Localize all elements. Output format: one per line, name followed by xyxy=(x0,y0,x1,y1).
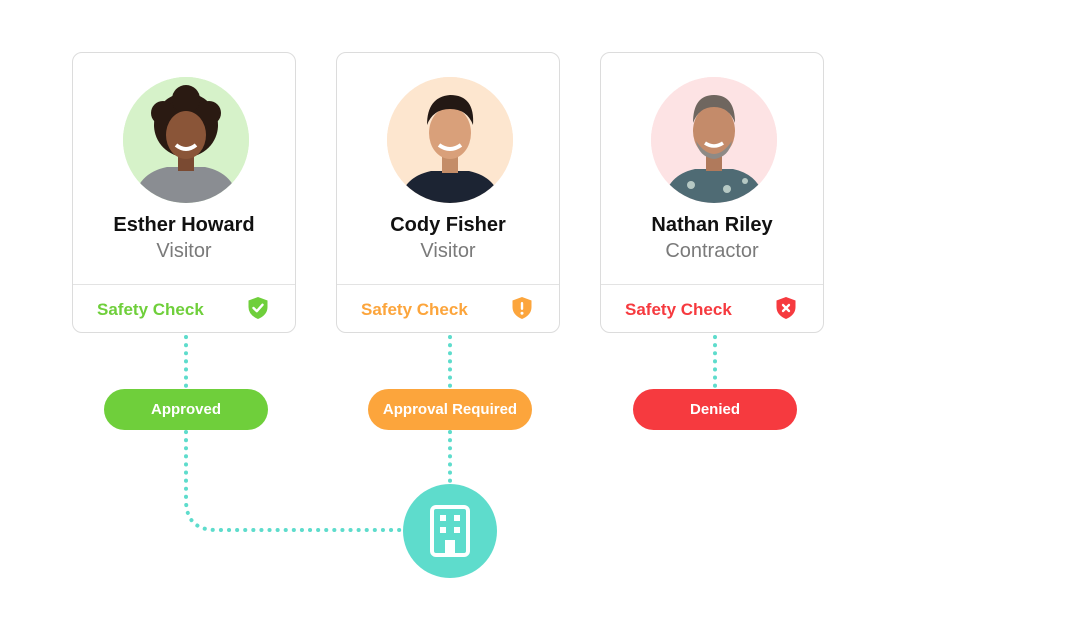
connector-esther xyxy=(184,335,406,532)
shield-x-icon xyxy=(776,297,796,319)
divider xyxy=(601,284,823,285)
person-role: Contractor xyxy=(665,240,759,262)
person-role: Visitor xyxy=(420,240,476,262)
divider xyxy=(337,284,559,285)
building-icon xyxy=(430,505,470,557)
safety-check-label: Safety Check xyxy=(97,300,204,319)
divider xyxy=(73,284,295,285)
person-card-nathan-riley[interactable]: Nathan Riley Contractor Safety Check xyxy=(600,52,824,333)
person-name: Nathan Riley xyxy=(651,214,773,236)
shield-check-icon xyxy=(248,297,268,319)
person-name: Cody Fisher xyxy=(390,214,506,236)
shield-alert-icon xyxy=(512,297,532,319)
avatar xyxy=(387,77,513,203)
person-card-esther-howard[interactable]: Esther Howard Visitor Safety Check xyxy=(72,52,296,333)
building-hub[interactable] xyxy=(403,484,497,578)
avatar xyxy=(651,77,777,203)
person-name: Esther Howard xyxy=(113,214,255,236)
safety-check-label: Safety Check xyxy=(625,300,732,319)
person-card-cody-fisher[interactable]: Cody Fisher Visitor Safety Check xyxy=(336,52,560,333)
safety-check-label: Safety Check xyxy=(361,300,468,319)
person-role: Visitor xyxy=(156,240,212,262)
status-badge-denied[interactable]: Denied xyxy=(633,389,797,430)
avatar xyxy=(123,77,249,203)
status-badge-approved[interactable]: Approved xyxy=(104,389,268,430)
status-badge-approval-required[interactable]: Approval Required xyxy=(368,389,532,430)
